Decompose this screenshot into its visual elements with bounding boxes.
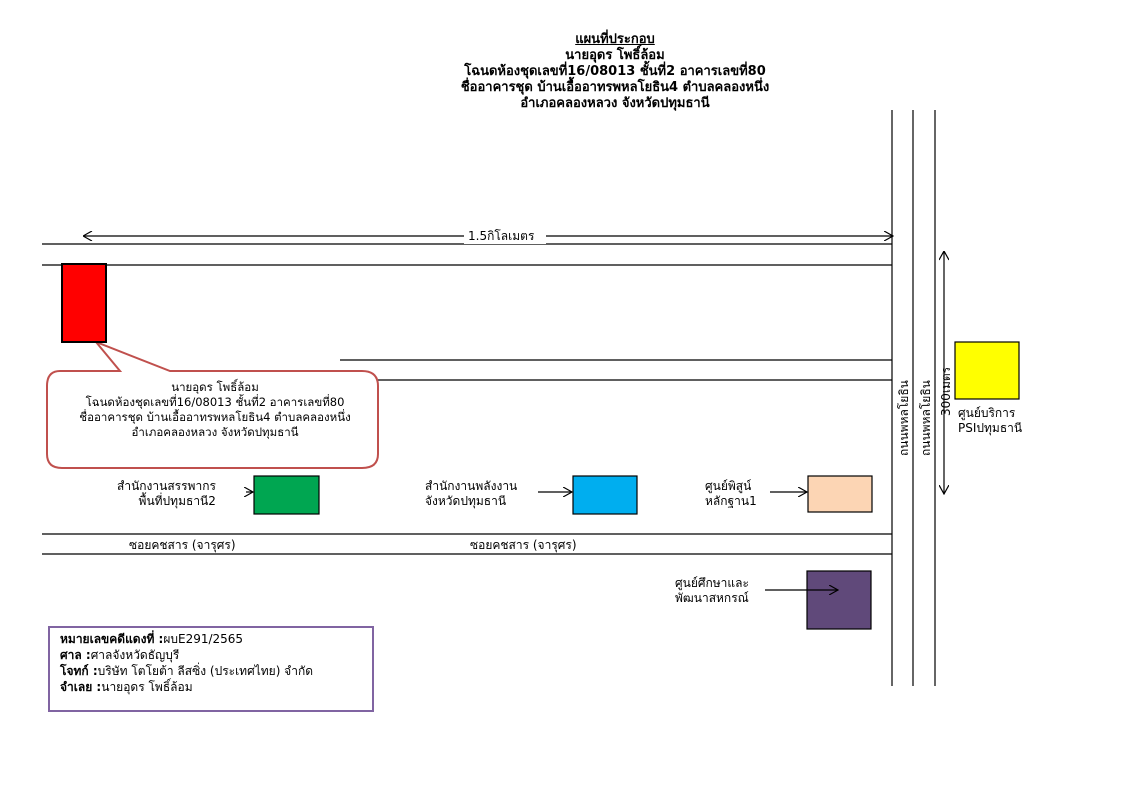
psi-center-marker <box>954 341 1020 400</box>
energy-office-label: สำนักงานพลังงาน จังหวัดปทุมธานี <box>425 479 518 508</box>
energy-office-marker <box>572 475 638 515</box>
defendant-row: จำเลย :นายอุดร โพธิ์ล้อม <box>60 680 193 694</box>
revenue-office-label: สำนักงานสรรพากร พื้นที่ปทุมธานี2 <box>117 479 216 508</box>
case-info-box: หมายเลขคดีแดงที่ :ผบE291/2565 ศาล :ศาลจั… <box>48 626 374 712</box>
court-row: ศาล :ศาลจังหวัดธัญบุรี <box>60 648 180 662</box>
education-center-marker <box>806 570 872 630</box>
title-building: ชื่ออาคารชุด บ้านเอื้ออาทรพหลโยธิน4 ตำบล… <box>460 80 770 95</box>
distance-label-horizontal: 1.5กิโลเมตร <box>468 229 535 243</box>
callout-building: ชื่ออาคารชุด บ้านเอื้ออาทรพหลโยธิน4 ตำบล… <box>79 410 351 424</box>
case-number-row: หมายเลขคดีแดงที่ :ผบE291/2565 <box>60 632 244 646</box>
title-deed: โฉนดห้องชุดเลขที่16/08013 ชั้นที่2 อาคาร… <box>464 64 766 79</box>
map-title: แผนที่ประกอบ นายอุดร โพธิ์ล้อม โฉนดห้องช… <box>300 32 930 112</box>
soi-label-1: ซอยคชสาร (จารุศร) <box>129 538 236 552</box>
plaintiff-row: โจทก์ :บริษัท โตโยต้า ลีสซิ่ง (ประเทศไทย… <box>60 664 314 678</box>
forensic-center-marker <box>807 475 873 513</box>
callout-district: อำเภอคลองหลวง จังหวัดปทุมธานี <box>131 425 299 439</box>
soi-label-2: ซอยคชสาร (จารุศร) <box>470 538 577 552</box>
distance-label-vertical: 300เมตร <box>939 366 953 416</box>
title-heading: แผนที่ประกอบ <box>575 32 655 47</box>
callout-owner: นายอุดร โพธิ์ล้อม <box>171 380 259 394</box>
main-road-label-1: ถนนพหลโยธิน <box>897 380 911 456</box>
property-callout-text: นายอุดร โพธิ์ล้อม โฉนดห้องชุดเลขที่16/08… <box>50 380 380 440</box>
property-callout <box>46 339 379 469</box>
forensic-center-label: ศูนย์พิสูน์ หลักฐาน1 <box>705 479 757 508</box>
property-marker <box>61 263 107 343</box>
education-center-label: ศูนย์ศึกษาและ พัฒนาสหกรณ์ <box>675 576 749 605</box>
distance-label-bg <box>464 228 546 244</box>
callout-deed: โฉนดห้องชุดเลขที่16/08013 ชั้นที่2 อาคาร… <box>85 395 345 409</box>
revenue-office-marker <box>253 475 320 515</box>
title-owner: นายอุดร โพธิ์ล้อม <box>565 48 665 63</box>
main-road-label-2: ถนนพหลโยธิน <box>919 380 933 456</box>
psi-center-label: ศูนย์บริการ PSIปทุมธานี <box>958 406 1023 435</box>
title-district: อำเภอคลองหลวง จังหวัดปทุมธานี <box>520 96 710 111</box>
